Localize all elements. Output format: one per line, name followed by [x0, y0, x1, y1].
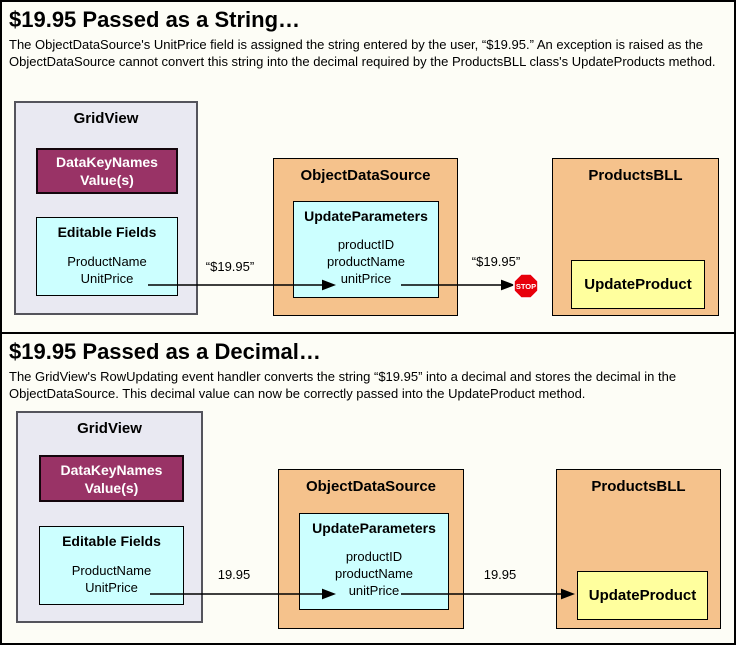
productsbll-title: ProductsBLL: [591, 478, 686, 495]
updateproduct-box: UpdateProduct: [577, 571, 708, 620]
gridview-box-title: GridView: [77, 420, 142, 437]
field-productname: ProductName: [71, 563, 152, 578]
updateparameters-title: UpdateParameters: [304, 208, 428, 224]
updateparameters-box: UpdateParameters productID productName u…: [299, 513, 449, 610]
panel-description: The GridView's RowUpdating event handler…: [9, 369, 677, 401]
param-productid: productID: [337, 237, 395, 252]
param-productid: productID: [345, 549, 403, 564]
field-productname: ProductName: [67, 254, 147, 269]
updateproduct-label: UpdateProduct: [584, 276, 692, 293]
editable-fields-box: Editable Fields ProductName UnitPrice: [36, 217, 178, 296]
stop-icon-text: STOP: [516, 282, 536, 291]
param-unitprice: unitPrice: [340, 271, 392, 286]
panel-passed-as-string: $19.95 Passed as a String… The ObjectDat…: [2, 7, 734, 332]
stop-icon: STOP: [513, 273, 539, 299]
panel-description: The ObjectDataSource's UnitPrice field i…: [9, 37, 716, 69]
gridview-box-title: GridView: [73, 110, 139, 127]
datakeynames-line2: Value(s): [84, 479, 139, 496]
arrow-value-label: 19.95: [217, 567, 251, 582]
editable-fields-box: Editable Fields ProductName UnitPrice: [39, 526, 184, 605]
arrow-value-label: “$19.95”: [471, 254, 521, 269]
field-unitprice: UnitPrice: [85, 580, 138, 595]
field-unitprice: UnitPrice: [80, 271, 134, 286]
editable-fields-title: Editable Fields: [57, 224, 157, 240]
arrowhead-icon: [501, 279, 515, 291]
page-title: $19.95 Passed as a String…: [9, 7, 301, 32]
arrow-value-label: “$19.95”: [205, 259, 255, 274]
datakeynames-box: DataKeyNames Value(s): [39, 455, 184, 502]
arrow-value-label: 19.95: [483, 567, 517, 582]
objectdatasource-title: ObjectDataSource: [305, 478, 437, 495]
datakeynames-line1: DataKeyNames: [60, 461, 163, 478]
datakeynames-line1: DataKeyNames: [56, 154, 158, 170]
datakeynames-box: DataKeyNames Value(s): [36, 148, 178, 194]
editable-fields-title: Editable Fields: [62, 533, 161, 549]
updateparameters-box: UpdateParameters productID productName u…: [293, 201, 439, 298]
param-unitprice: unitPrice: [348, 583, 400, 598]
param-productname: productName: [334, 566, 414, 581]
productsbll-title: ProductsBLL: [588, 167, 683, 184]
datakeynames-line2: Value(s): [80, 172, 134, 188]
stop-octagon-shape: [513, 273, 539, 299]
updateproduct-box: UpdateProduct: [571, 260, 705, 309]
panel-passed-as-decimal: $19.95 Passed as a Decimal… The GridView…: [2, 332, 734, 643]
objectdatasource-title: ObjectDataSource: [300, 167, 431, 184]
param-productname: productName: [326, 254, 406, 269]
updateproduct-label: UpdateProduct: [588, 587, 697, 604]
page-title: $19.95 Passed as a Decimal…: [9, 339, 321, 364]
updateparameters-title: UpdateParameters: [312, 520, 436, 536]
